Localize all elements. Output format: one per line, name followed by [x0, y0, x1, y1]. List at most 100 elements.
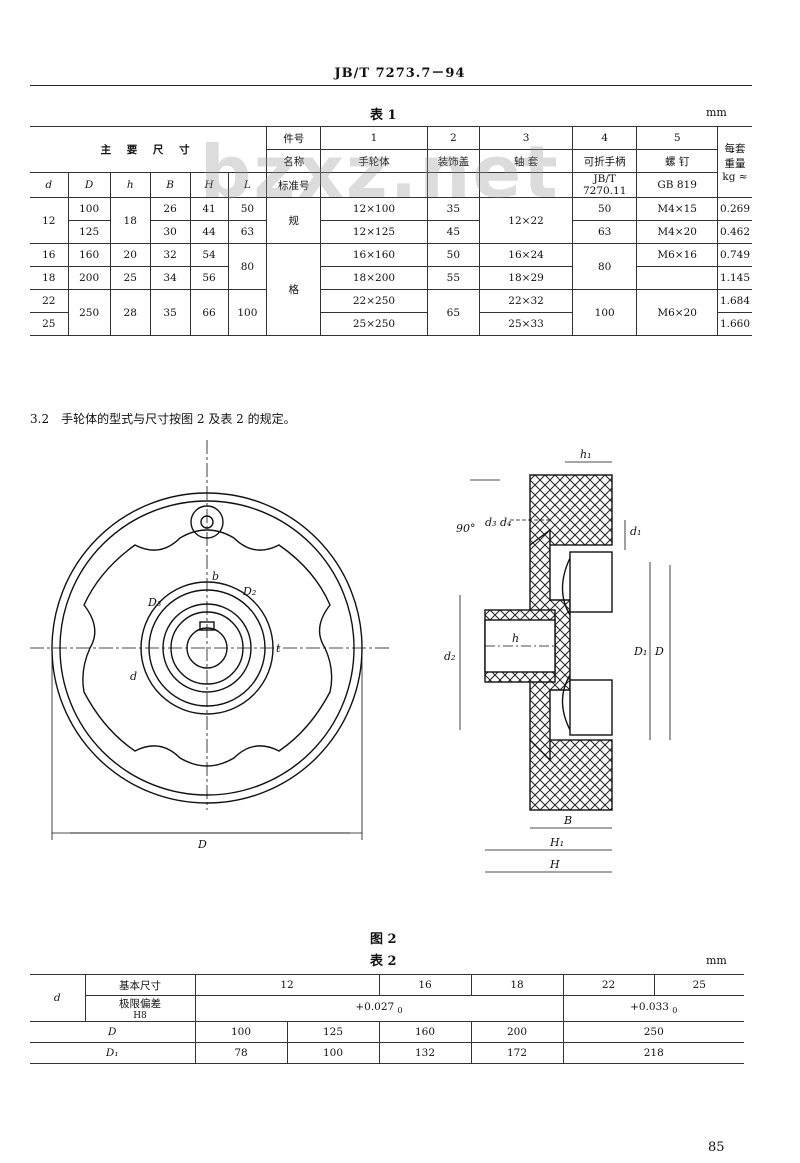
page-number: 85 — [708, 1140, 725, 1155]
table1-caption: 表 1 — [370, 108, 397, 123]
cell-h: 25 — [109, 266, 151, 290]
t2-tol-b-upper: +0.033 — [630, 1001, 669, 1014]
cell-L: 80 — [227, 243, 268, 290]
cell-d: 22 — [30, 289, 69, 313]
hub-outer — [140, 581, 274, 715]
figure-caption: 图 2 — [370, 932, 397, 947]
figure-2: D b D₂ t d D₃ h₁ 90° d₃ d₄ d₁ d₂ h — [30, 440, 671, 873]
std-2 — [426, 172, 481, 198]
name-3: 轴 套 — [479, 149, 573, 173]
cell-weight: 1.660 — [716, 312, 752, 336]
table2-unit: mm — [706, 954, 727, 967]
cell-p1: 12×125 — [320, 220, 428, 244]
t2-tol-b-lower: 0 — [672, 1006, 678, 1016]
spoke-outline — [82, 529, 333, 767]
cell-p2: 55 — [426, 266, 481, 290]
cell-D: 160 — [67, 243, 111, 267]
hub-ring-2 — [170, 611, 244, 685]
cell-p4: 63 — [571, 220, 638, 244]
cell-p1: 18×200 — [320, 266, 428, 290]
label-angle: 90° — [456, 522, 476, 535]
cell-p2: 65 — [426, 289, 481, 336]
cell-p5: M4×20 — [636, 220, 718, 244]
t2-D1-value: 100 — [286, 1042, 380, 1064]
label-D: D — [197, 838, 207, 851]
t2-D-value: 100 — [194, 1021, 288, 1043]
cell-p4: 100 — [571, 289, 638, 336]
t2-tol-b: +0.033 0 — [562, 995, 744, 1022]
std-3 — [479, 172, 573, 198]
standard-header: JB/T 7273.7－94 — [334, 66, 466, 81]
part-no-5: 5 — [636, 126, 718, 150]
t2-tol-a-upper: +0.027 — [355, 1001, 395, 1014]
handle-hole — [200, 515, 214, 529]
cell-p1: 22×250 — [320, 289, 428, 313]
t2-d-25: 25 — [653, 974, 744, 996]
table-row: 18 200 25 34 56 18×200 55 18×29 1.145 — [30, 266, 752, 290]
label-d2: d₂ — [444, 650, 455, 663]
t2-D1-value: 78 — [194, 1042, 288, 1064]
label-t: t — [276, 642, 281, 655]
t2-D-label: D — [30, 1021, 196, 1043]
cell-weight: 1.684 — [716, 289, 752, 313]
label-h1: h₁ — [580, 448, 592, 461]
main-dims-label: 主 要 尺 寸 — [30, 126, 268, 173]
cell-weight: 0.462 — [716, 220, 752, 244]
cell-p5 — [636, 266, 718, 290]
part-no-3: 3 — [479, 126, 573, 150]
std-5: GB 819 — [636, 172, 718, 198]
cell-p4: 50 — [571, 197, 638, 221]
cell-p1: 12×100 — [320, 197, 428, 221]
cell-L: 63 — [227, 220, 268, 244]
part-no-1: 1 — [320, 126, 428, 150]
cell-p3: 12×22 — [479, 197, 573, 244]
part-no-label: 件号 — [266, 126, 322, 150]
rim-top — [529, 474, 613, 546]
section-text: 3.2 手轮体的型式与尺寸按图 2 及表 2 的规定。 — [30, 412, 296, 426]
cell-p1: 16×160 — [320, 243, 428, 267]
cell-p4: 80 — [571, 243, 638, 290]
cell-B: 26 — [149, 197, 191, 221]
front-view — [30, 440, 390, 840]
std-4: JB/T 7270.11 — [571, 172, 638, 198]
label-d: d — [130, 670, 137, 683]
label-D3: D₃ — [147, 596, 161, 609]
col-L: L — [227, 172, 268, 198]
cell-h: 28 — [109, 289, 151, 336]
col-h: h — [109, 172, 151, 198]
table-row: D₁ 78 100 132 172 218 — [30, 1042, 744, 1064]
t2-D-value: 160 — [378, 1021, 472, 1043]
weight-unit: kg ≈ — [722, 171, 748, 183]
spec-label: 规 — [266, 197, 322, 244]
keyway — [199, 621, 215, 631]
cell-p3: 22×32 — [479, 289, 573, 313]
cell-H: 66 — [189, 289, 229, 336]
label-b: b — [212, 570, 219, 583]
t2-tol-sub: H8 — [133, 1011, 147, 1021]
cell-h: 20 — [109, 243, 151, 267]
cell-p1: 25×250 — [320, 312, 428, 336]
table-row: 12 100 18 26 41 50 规 12×100 35 12×22 50 … — [30, 197, 752, 244]
cell-weight: 0.749 — [716, 243, 752, 267]
cell-p2: 35 — [426, 197, 481, 221]
label-H: H — [549, 858, 560, 871]
cell-H: 44 — [189, 220, 229, 244]
cell-H: 56 — [189, 266, 229, 290]
name-label: 名称 — [266, 149, 322, 173]
part-no-2: 2 — [426, 126, 481, 150]
table-row: 22 250 28 35 66 100 22×250 65 22×32 100 … — [30, 289, 752, 336]
name-4: 可折手柄 — [571, 149, 638, 173]
t2-D1-value: 132 — [378, 1042, 472, 1064]
t2-D1-label: D₁ — [30, 1042, 196, 1064]
cell-B: 32 — [149, 243, 191, 267]
std-1 — [320, 172, 428, 198]
t2-D-value: 125 — [286, 1021, 380, 1043]
cell-weight: 0.269 — [716, 197, 752, 221]
t2-d-22: 22 — [562, 974, 655, 996]
col-B: B — [149, 172, 191, 198]
cell-L: 100 — [227, 289, 268, 336]
cell-d: 25 — [30, 312, 69, 336]
col-d: d — [30, 172, 69, 198]
cell-h: 18 — [109, 197, 151, 244]
t2-tol-cell: 极限偏差 H8 — [84, 995, 196, 1022]
